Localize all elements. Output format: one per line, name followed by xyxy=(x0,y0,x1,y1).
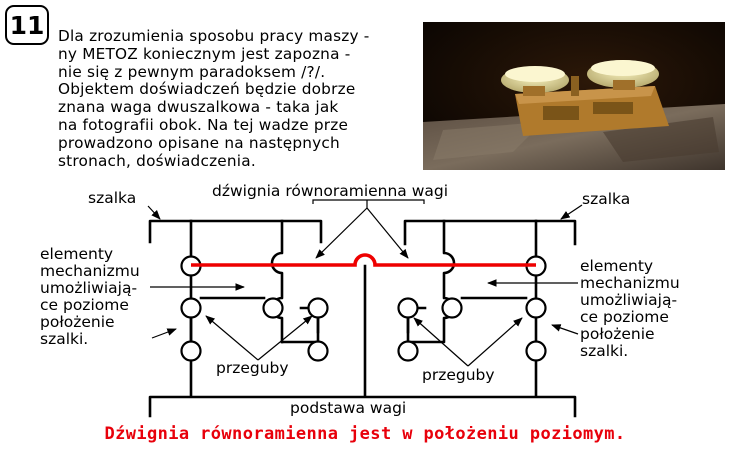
mechanism-left xyxy=(189,219,320,398)
intro-line: na fotografii obok. Na tej wadze prze xyxy=(58,115,349,134)
caption: Dźwignia równoramienna jest w położeniu … xyxy=(104,424,626,444)
joint xyxy=(397,340,419,362)
mechanism-left-line: szalki. xyxy=(40,330,88,348)
mechanism-right-line: mechanizmu xyxy=(580,274,680,292)
base-label: podstawa wagi xyxy=(290,399,406,417)
arrow-to-pan-left xyxy=(147,205,161,220)
mechanism-right-line: umożliwiają- xyxy=(580,291,677,309)
pan-right-label: szalka xyxy=(582,190,630,208)
balance-scale-photo-icon xyxy=(423,22,725,170)
intro-line: nie się z pewnym paradoksem /?/. xyxy=(58,62,326,81)
intro-text: Dla zrozumienia sposobu pracy maszy - ny… xyxy=(58,27,423,170)
joint xyxy=(397,297,419,319)
mechanism-left-line: ce poziome xyxy=(40,296,129,314)
joint xyxy=(525,297,547,319)
lever-label-bracket xyxy=(312,199,425,204)
intro-line: Dla zrozumienia sposobu pracy maszy - xyxy=(58,27,370,45)
arrow-to-lever-left xyxy=(315,207,368,259)
mechanism-right-line: położenie xyxy=(580,325,655,343)
equal-arm-lever xyxy=(191,253,536,267)
lever-label: dźwignia równoramienna wagi xyxy=(212,182,448,200)
mechanism-right-line: szalki. xyxy=(580,342,628,360)
joint xyxy=(525,340,547,362)
page-number-badge: 11 xyxy=(5,5,49,45)
joint xyxy=(180,297,202,319)
intro-line: stronach, doświadczenia. xyxy=(58,151,256,170)
arrow-joint-left-a xyxy=(205,315,259,361)
arrow-mechanism-right-lower xyxy=(551,324,579,335)
scale-base xyxy=(148,395,577,418)
pan-left xyxy=(148,219,323,244)
arrow-joint-right-b xyxy=(467,317,523,367)
arrow-to-lever-right xyxy=(366,207,409,259)
mechanism-right-label: elementy mechanizmu umożliwiają- ce pozi… xyxy=(580,257,680,360)
mechanism-left-line: położenie xyxy=(40,313,115,331)
joint xyxy=(307,297,329,319)
pan-left-label: szalka xyxy=(88,189,136,207)
joint xyxy=(441,297,463,319)
intro-line: znana waga dwuszalkowa - taka jak xyxy=(58,98,339,117)
pan-right xyxy=(403,219,577,246)
arrow-to-pan-right xyxy=(560,204,583,220)
joints-right-label: przeguby xyxy=(422,366,495,384)
arrow-mechanism-left-lower xyxy=(151,328,177,339)
intro-line: prowadzono opisane na następnych xyxy=(58,133,340,152)
joint xyxy=(262,297,284,319)
mechanism-right-line: elementy xyxy=(580,257,653,275)
arrow-joint-left-b xyxy=(257,315,313,361)
mechanism-left-label: elementy mechanizmu umożliwiają- ce pozi… xyxy=(40,245,140,348)
mechanism-left-line: elementy xyxy=(40,245,113,263)
mechanism-left-line: umożliwiają- xyxy=(40,279,137,297)
joint xyxy=(180,340,202,362)
joints-left-label: przeguby xyxy=(216,359,289,377)
mechanism-right-line: ce poziome xyxy=(580,308,669,326)
intro-line: Objektem doświadczeń będzie dobrze xyxy=(58,80,356,99)
joint xyxy=(307,340,329,362)
mechanism-left-line: mechanizmu xyxy=(40,262,140,280)
balance-scale-photo xyxy=(423,22,725,170)
intro-line: ny METOZ koniecznym jest zapozna - xyxy=(58,44,351,63)
